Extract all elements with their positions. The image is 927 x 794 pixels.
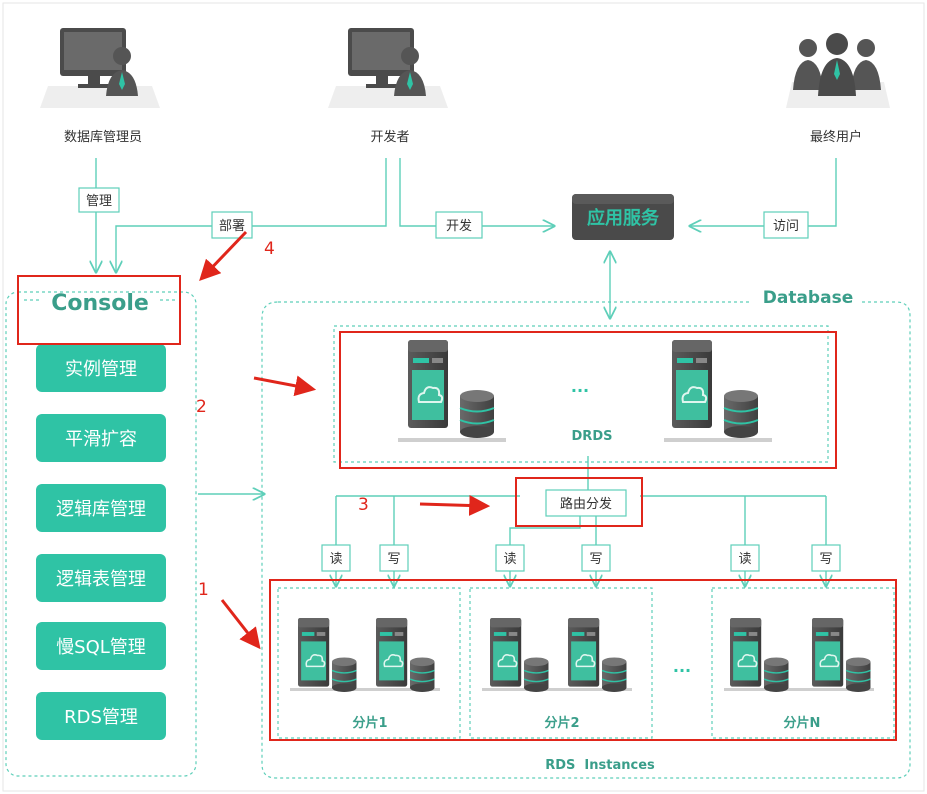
red-highlights xyxy=(17,275,897,741)
svg-text:读: 读 xyxy=(329,552,342,567)
svg-text:写: 写 xyxy=(589,552,602,567)
drds-ellipsis: ... xyxy=(571,377,589,396)
edge-manage-tag: 管理 xyxy=(78,187,120,213)
shard-n-label: 分片N xyxy=(784,715,821,731)
svg-text:写: 写 xyxy=(387,552,400,567)
console-button-instance-manage[interactable]: 实例管理 xyxy=(36,344,166,392)
read-tag-3: 读 xyxy=(730,544,760,572)
svg-text:读: 读 xyxy=(738,552,751,567)
svg-text:路由分发: 路由分发 xyxy=(560,496,612,512)
shard-1: 分片1 xyxy=(277,587,461,739)
write-tag-3: 写 xyxy=(811,544,841,572)
shard-1-label: 分片1 xyxy=(352,715,387,731)
rds-instances-label: RDS Instances xyxy=(545,758,655,773)
annotation-3: 3 xyxy=(358,495,369,515)
shard-2: 分片2 xyxy=(469,587,653,739)
svg-text:逻辑表管理: 逻辑表管理 xyxy=(56,569,146,590)
console-button-logical-db[interactable]: 逻辑库管理 xyxy=(36,484,166,532)
svg-text:管理: 管理 xyxy=(86,194,112,209)
shard-n: 分片N xyxy=(711,587,895,739)
console-button-smooth-scale[interactable]: 平滑扩容 xyxy=(36,414,166,462)
svg-text:读: 读 xyxy=(503,552,516,567)
annotation-2: 2 xyxy=(196,397,207,417)
annotation-4: 4 xyxy=(264,239,275,259)
console-title: Console xyxy=(51,291,149,316)
drds-server-left xyxy=(398,339,506,442)
database-title: Database xyxy=(763,288,853,308)
shard-ellipsis: ... xyxy=(673,657,691,676)
read-tag-2: 读 xyxy=(495,544,525,572)
write-tag-2: 写 xyxy=(581,544,611,572)
console-buttons: 实例管理 平滑扩容 逻辑库管理 逻辑表管理 慢SQL管理 RDS管理 xyxy=(36,344,166,740)
app-service-label: 应用服务 xyxy=(587,207,660,229)
svg-text:慢SQL管理: 慢SQL管理 xyxy=(56,637,146,658)
svg-text:写: 写 xyxy=(819,552,832,567)
read-tag-1: 读 xyxy=(321,544,351,572)
console-button-rds[interactable]: RDS管理 xyxy=(36,692,166,740)
svg-text:RDS管理: RDS管理 xyxy=(64,707,138,728)
svg-text:实例管理: 实例管理 xyxy=(65,359,137,380)
drds-server-right xyxy=(664,339,772,442)
edge-develop-tag: 开发 xyxy=(435,211,483,239)
shard-2-label: 分片2 xyxy=(544,715,579,731)
console-button-logical-table[interactable]: 逻辑表管理 xyxy=(36,554,166,602)
console-button-slow-sql[interactable]: 慢SQL管理 xyxy=(36,622,166,670)
drds-label: DRDS xyxy=(572,429,613,444)
end-user-group-icon xyxy=(786,33,890,108)
database-panel xyxy=(261,301,911,779)
edge-visit-tag: 访问 xyxy=(763,211,809,239)
role-developer-label: 开发者 xyxy=(370,129,409,145)
svg-text:访问: 访问 xyxy=(773,219,799,234)
role-dba-label: 数据库管理员 xyxy=(64,129,142,145)
app-service-box: 应用服务 xyxy=(572,194,674,240)
role-end-user-label: 最终用户 xyxy=(810,129,862,145)
svg-text:部署: 部署 xyxy=(219,219,245,234)
annotation-1: 1 xyxy=(198,580,209,600)
svg-text:平滑扩容: 平滑扩容 xyxy=(65,429,137,450)
dba-monitor-icon xyxy=(40,28,160,108)
red-arrows xyxy=(199,230,491,650)
console-panel xyxy=(5,291,197,777)
write-tag-1: 写 xyxy=(379,544,409,572)
drds-box xyxy=(333,325,829,463)
svg-text:逻辑库管理: 逻辑库管理 xyxy=(56,499,146,520)
developer-monitor-icon xyxy=(328,28,448,108)
svg-text:开发: 开发 xyxy=(446,218,472,234)
route-dispatch-box: 路由分发 xyxy=(545,489,627,517)
